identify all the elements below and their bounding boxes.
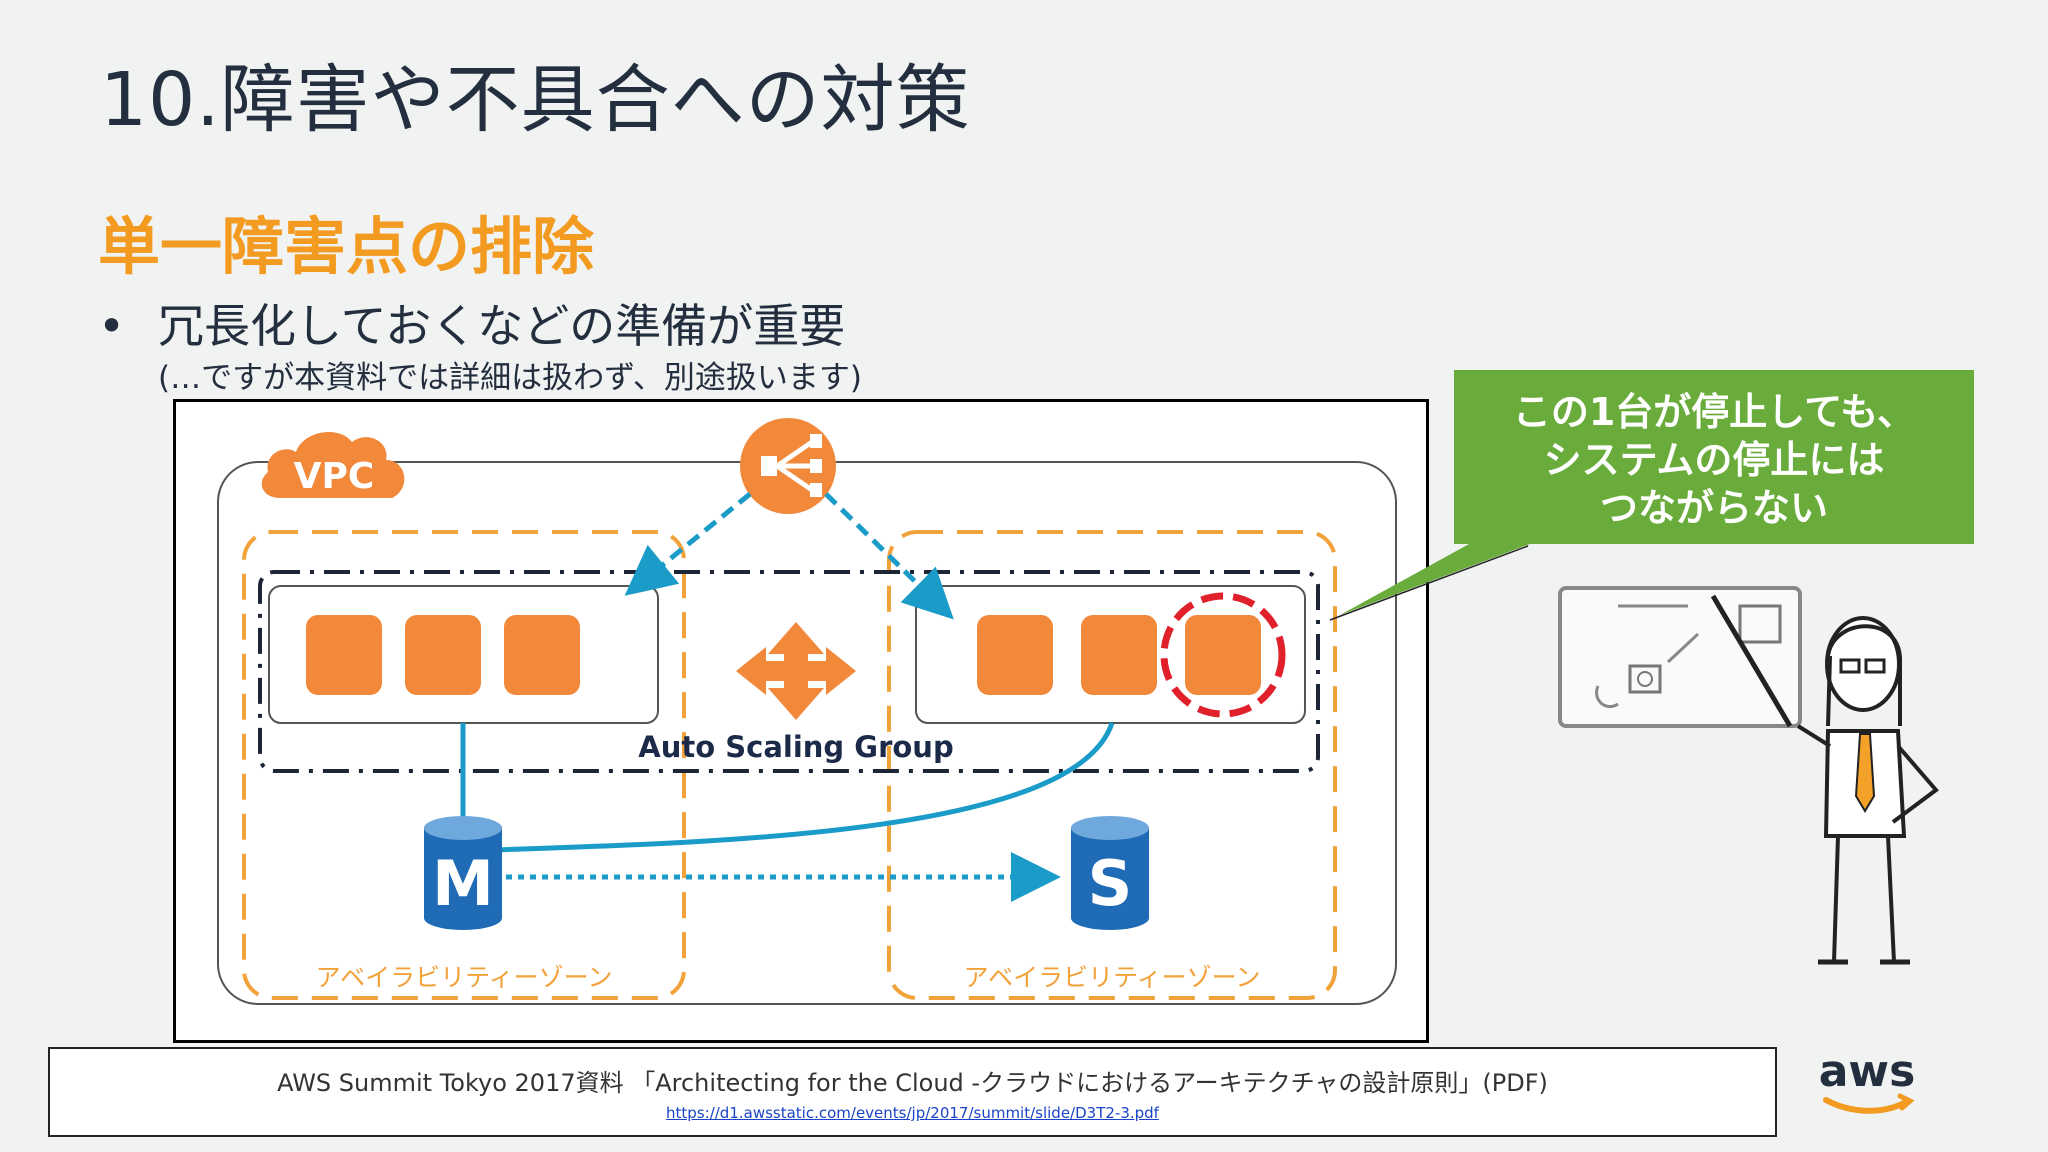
ec2-instance xyxy=(1081,615,1157,695)
zone-label-left: アベイラビリティーゾーン xyxy=(316,963,613,992)
bullet-item: • 冗長化しておくなどの準備が重要 xyxy=(98,290,845,356)
slave-database-icon: S xyxy=(1071,816,1149,930)
load-balancer-icon xyxy=(740,418,836,514)
zone-label-right: アベイラビリティーゾーン xyxy=(964,963,1261,992)
connection-right-db xyxy=(493,722,1115,853)
auto-scaling-group-boundary xyxy=(258,570,1320,773)
auto-scaling-icon xyxy=(736,622,856,720)
presenter-illustration xyxy=(1558,586,1939,965)
lb-arrow-right xyxy=(824,492,954,620)
vpc-cloud-icon: VPC xyxy=(261,431,405,498)
source-text: AWS Summit Tokyo 2017資料 「Architecting fo… xyxy=(277,1069,1548,1097)
callout-box: この1台が停止しても、 システムの停止には つながらない xyxy=(1454,370,1974,544)
bullet-marker: • xyxy=(98,299,126,353)
presenter-tie xyxy=(1854,733,1876,813)
aws-logo-text: aws xyxy=(1819,1046,1916,1097)
bullet-text: 冗長化しておくなどの準備が重要 xyxy=(158,299,846,353)
whiteboard xyxy=(1558,586,1802,728)
ec2-instance xyxy=(977,615,1053,695)
master-database-icon: M xyxy=(424,816,502,930)
source-citation-box: AWS Summit Tokyo 2017資料 「Architecting fo… xyxy=(48,1047,1777,1137)
section-heading: 単一障害点の排除 xyxy=(98,210,595,283)
page-title: 10.障害や不具合への対策 xyxy=(100,57,971,143)
callout-pointer xyxy=(1329,538,1530,621)
architecture-diagram-frame: Auto Scaling Group VPC xyxy=(173,399,1429,1043)
source-link[interactable]: https://d1.awsstatic.com/events/jp/2017/… xyxy=(666,1104,1159,1122)
slave-db-label: S xyxy=(1088,847,1133,920)
bullet-note: (…ですが本資料では詳細は扱わず、別途扱います) xyxy=(158,360,863,396)
pointer-stick xyxy=(1710,594,1793,728)
lb-arrow-left xyxy=(624,492,752,596)
ec2-instance xyxy=(306,615,382,695)
callout-line: つながらない xyxy=(1599,486,1828,530)
architecture-diagram: Auto Scaling Group VPC xyxy=(217,418,1397,1005)
availability-zone-right xyxy=(887,530,1337,1000)
failure-highlight-circle xyxy=(1160,592,1286,718)
callout-line: システムの停止には xyxy=(1543,438,1885,482)
callout-line: この1台が停止しても、 xyxy=(1512,390,1916,434)
vpc-label: VPC xyxy=(294,456,375,497)
ec2-instance-failed xyxy=(1185,615,1261,695)
master-db-label: M xyxy=(432,847,494,920)
aws-logo: aws xyxy=(1819,1046,1916,1114)
auto-scaling-group-label: Auto Scaling Group xyxy=(638,730,953,764)
ec2-instance xyxy=(405,615,481,695)
ec2-instance xyxy=(504,615,580,695)
